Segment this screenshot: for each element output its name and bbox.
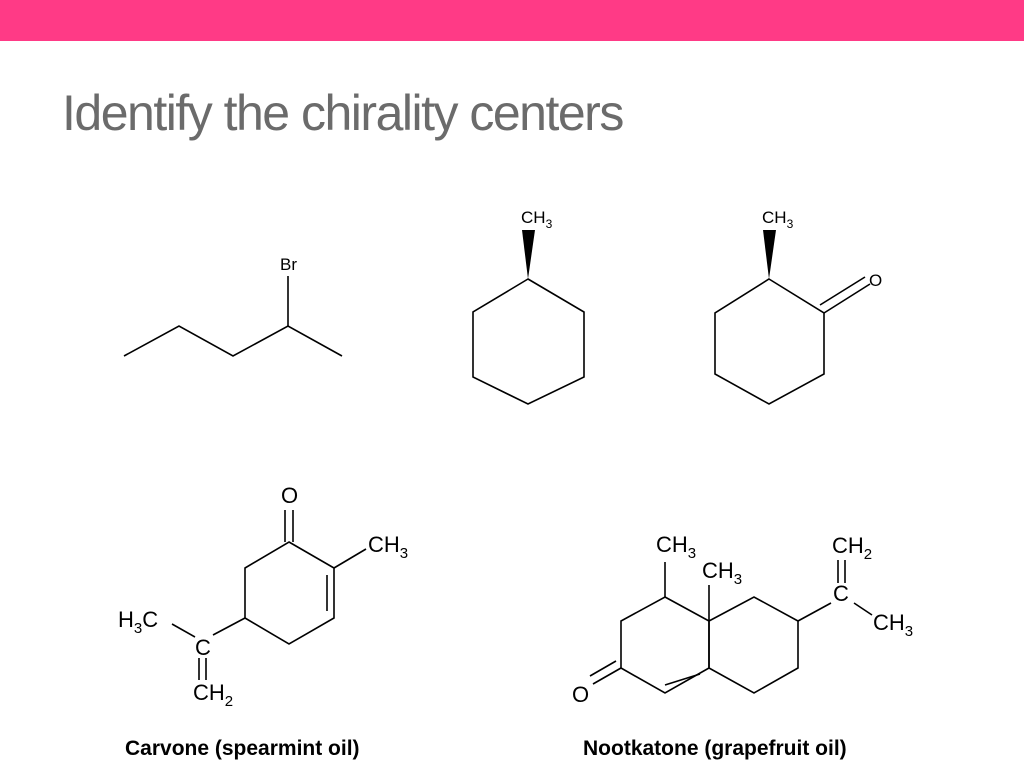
bromopentane-structure: Br (123, 255, 343, 357)
carvone-oxygen-label: O (281, 483, 298, 508)
methylcyclohexanone-carbonyl-bond-1 (823, 283, 871, 314)
methylcyclohexanone-ring (714, 278, 825, 405)
methylcyclohexane-methyl-label: CH3 (521, 208, 553, 231)
carvone-structure: O CH3 H3C C CH2 (118, 483, 408, 710)
nootkatone-methyl-c-bond (853, 602, 873, 616)
nootkatone-methyl-c-label: CH3 (873, 610, 913, 640)
carvone-isopropenyl-bond (212, 617, 246, 636)
nootkatone-methyl-b-label: CH3 (702, 558, 742, 588)
carvone-methylene-label: CH2 (193, 680, 233, 710)
bromopentane-br-label: Br (280, 255, 297, 274)
nootkatone-carbonyl-bond-2 (589, 660, 617, 677)
nootkatone-oxygen-label: O (572, 682, 589, 707)
methylcyclohexanone-wedge-bond (763, 230, 776, 279)
top-accent-bar (0, 0, 1024, 41)
slide-title: Identify the chirality centers (62, 85, 624, 141)
nootkatone-vinyl-carbon-label: C (833, 581, 849, 606)
carvone-vinyl-carbon-label: C (195, 635, 211, 660)
nootkatone-isopropenyl-bond (797, 602, 832, 622)
nootkatone-ring-right (708, 596, 799, 694)
methylcyclohexane-ring (472, 278, 585, 405)
carvone-caption: Carvone (spearmint oil) (125, 737, 360, 760)
carvone-left-methyl-bond (171, 623, 196, 638)
carvone-left-methyl-label: H3C (118, 607, 158, 637)
methylcyclohexanone-oxygen-label: O (869, 271, 882, 290)
methylcyclohexanone-carbonyl-bond-2 (819, 276, 866, 306)
carvone-ring (244, 541, 335, 645)
nootkatone-structure: CH3 CH3 CH2 C CH3 O (572, 532, 913, 707)
nootkatone-methyl-a-label: CH3 (656, 532, 696, 562)
methylcyclohexane-wedge-bond (522, 230, 535, 279)
nootkatone-ring-left (620, 596, 710, 694)
carvone-methyl-label: CH3 (368, 532, 408, 562)
methylcyclohexane-structure: CH3 (472, 208, 585, 405)
nootkatone-carbonyl-bond-1 (592, 667, 622, 685)
carvone-methyl-bond (333, 548, 367, 569)
methylcyclohexanone-structure: CH3 O (714, 208, 882, 405)
methylcyclohexanone-methyl-label: CH3 (762, 208, 794, 231)
nootkatone-caption: Nootkatone (grapefruit oil) (583, 737, 847, 760)
nootkatone-methylene-label: CH2 (832, 533, 872, 563)
bromopentane-chain (123, 325, 343, 357)
nootkatone-ring-double-bond (664, 673, 701, 686)
